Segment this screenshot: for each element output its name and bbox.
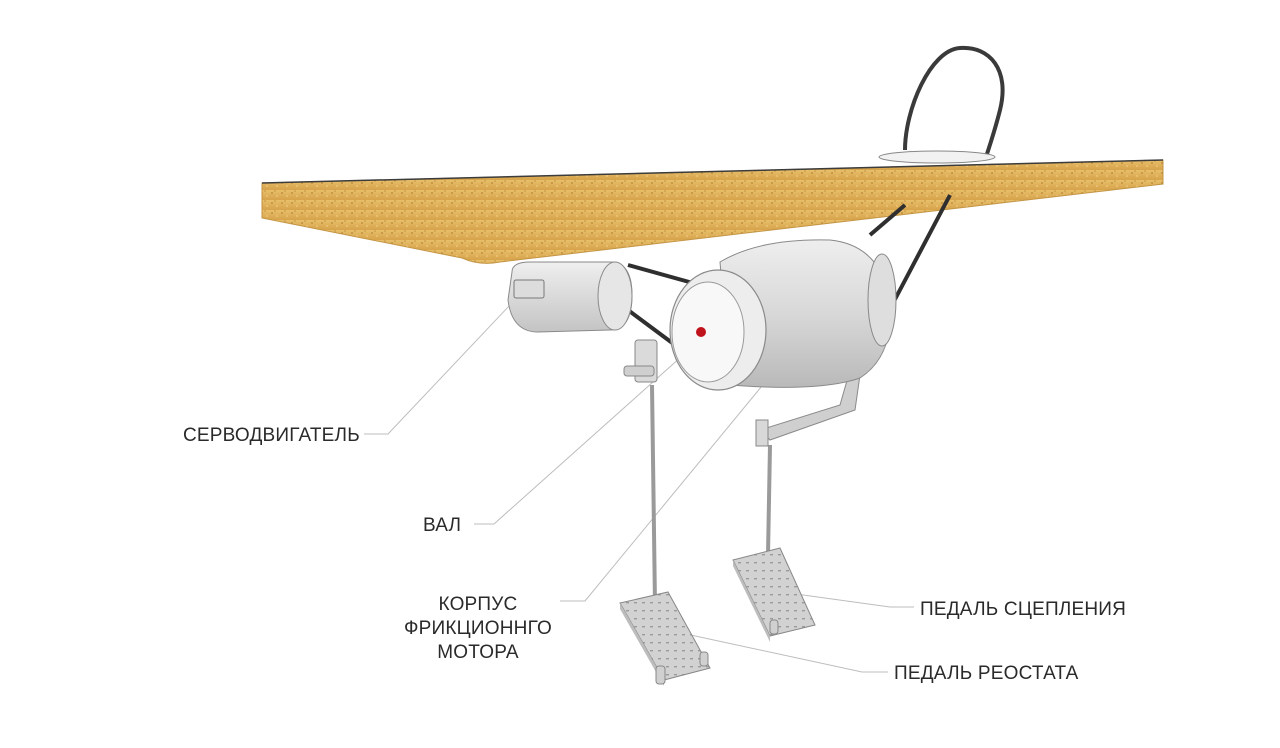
leader-shaft [474,339,701,525]
table-edge [261,159,1164,264]
clutch-pedal [732,547,816,642]
belts [626,194,952,347]
label-rheostat-pedal: ПЕДАЛЬ РЕОСТАТА [894,663,1079,684]
servo-motor [507,261,633,333]
label-housing-line-2: ФРИКЦИОННГО [404,617,552,639]
leader-servo [364,304,511,435]
label-housing-line-3: МОТОРА [437,641,519,663]
friction-motor [669,239,897,441]
rheostat-pedal [619,591,711,686]
shaft-dot [696,327,706,337]
rheostat-linkage [623,339,658,606]
belt-slot [878,150,996,164]
label-housing-line-1: КОРПУС [438,594,518,615]
label-servo-motor: СЕРВОДВИГАТЕЛЬ [183,425,360,446]
belt-loop-top [903,45,1005,161]
leader-rheostat [685,633,888,673]
label-shaft: ВАЛ [423,515,462,536]
clutch-linkage [755,419,772,556]
leader-clutch [795,593,914,608]
leader-lines [364,304,914,673]
label-clutch-pedal: ПЕДАЛЬ СЦЕПЛЕНИЯ [920,599,1127,620]
leader-housing [560,329,809,602]
label-friction-housing: КОРПУС ФРИКЦИОННГО МОТОРА [398,593,558,664]
